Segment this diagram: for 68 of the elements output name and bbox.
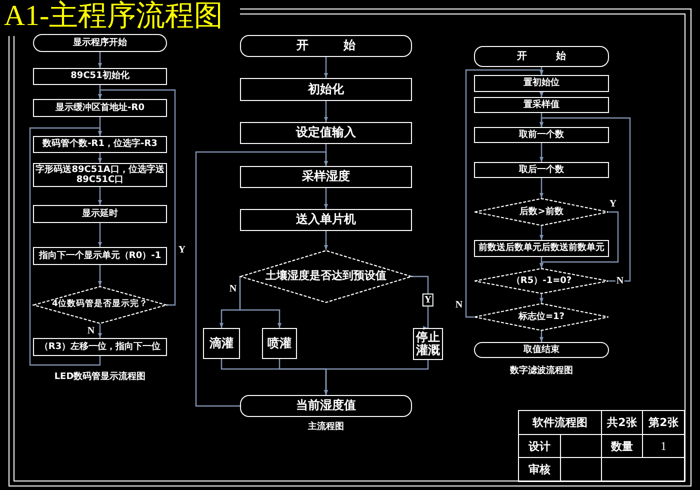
arrow [98,52,102,68]
process-box: 采样湿度 [240,166,412,188]
arrow [540,92,544,97]
arrow [324,188,328,209]
process-box: 显示延时 [33,205,167,223]
arrow [540,117,631,282]
arrow [98,187,102,205]
process-box: 喷灌 [262,328,297,359]
arrow [465,69,544,318]
edge-label: N [228,284,238,294]
arrow [540,226,544,240]
arrow [324,57,328,78]
process-box: 取前一个数 [474,127,609,143]
table-cell: 软件流程图 [518,410,602,435]
process-box: 滴灌 [203,328,240,359]
terminal-box: 当前湿度值 [240,395,412,417]
decision-diamond: 4位数码管是否显示完？ [33,286,167,324]
arrow [98,153,102,163]
arrow [540,257,544,268]
decision-diamond: 土壤湿度是否达到预设值 [240,250,412,303]
decision-diamond: 后数>前数 [474,198,609,226]
edge-label: N [86,326,96,336]
arrow [540,143,544,162]
terminal-box: 开 始 [240,35,412,57]
arrow [324,231,328,250]
arrow [98,223,102,247]
process-box: 停止灌溉 [413,328,443,360]
edge-label: Y [608,198,618,210]
decision-diamond: 标志位=1? [474,303,609,331]
terminal-box: 开 始 [474,46,609,67]
edge-label: N [615,276,625,286]
arrow [195,151,328,407]
edge-label: Y [422,294,434,306]
process-box: 显示缓冲区首地址-R0 [33,99,167,117]
terminal-box: 显示程序开始 [33,34,167,52]
arrow [98,89,176,306]
arrow [324,101,328,122]
arrow [540,178,544,198]
caption: 主流程图 [308,422,344,433]
arrow [29,127,102,366]
table-cell: 审核 [518,457,561,482]
edge-label: Y [177,244,187,256]
process-box: （R3）左移一位，指向下一位 [33,338,167,356]
arrow [324,360,429,395]
caption: 数字滤波流程图 [510,366,573,377]
process-box: 数码管个数-R1，位选字-R3 [33,136,167,153]
arrow [412,276,430,329]
process-box: 送入单片机 [240,209,412,231]
arrow [98,324,102,338]
process-box: 置初始位 [474,75,609,92]
process-box: 指向下一个显示单元（R0）-1 [33,247,167,265]
process-box: 前数送后数单元后数送前数单元 [474,240,609,257]
title: A1-主程序流程图 [4,0,224,32]
arrow [98,265,102,286]
arrow [540,294,544,303]
terminal-box: 取值结束 [474,342,609,358]
arrow [239,276,282,328]
process-box: 初始化 [240,78,412,101]
process-box: 89C51初始化 [33,68,167,85]
arrow [540,331,544,342]
process-box: 置采样值 [474,97,609,113]
process-box: 取后一个数 [474,162,609,178]
decision-diamond: （R5）-1=0? [474,268,609,294]
edge-label: N [454,300,464,310]
process-box: 字形码送89C51A口，位选字送89C51C口 [33,163,167,187]
process-box: 设定值输入 [240,122,412,144]
table-cell: 第2张 [642,410,685,435]
caption: LED数码管显示流程图 [54,372,146,383]
